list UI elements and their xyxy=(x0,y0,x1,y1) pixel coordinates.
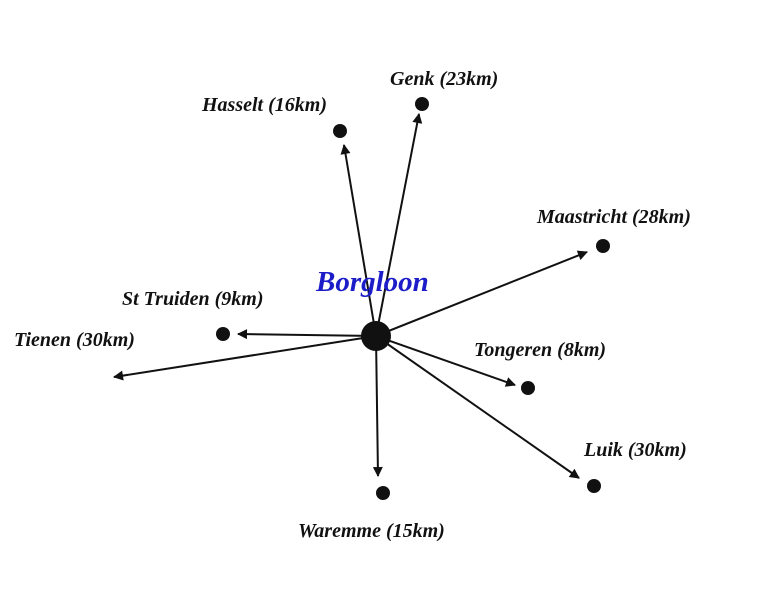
dot-maastricht xyxy=(596,239,610,253)
arrow-st-truiden xyxy=(237,329,377,340)
arrow-waremme xyxy=(372,335,383,477)
dot-waremme xyxy=(376,486,390,500)
dot-st-truiden xyxy=(216,327,230,341)
label-waremme: Waremme (15km) xyxy=(298,520,445,542)
arrow-tongeren xyxy=(375,335,516,387)
label-hasselt: Hasselt (16km) xyxy=(201,94,327,116)
center-dot xyxy=(361,321,391,351)
destination-dots-group xyxy=(216,97,610,500)
arrow-tienen xyxy=(113,335,377,381)
destination-labels-group: Hasselt (16km) Genk (23km) Maastricht (28k… xyxy=(14,68,691,542)
label-tongeren: Tongeren (8km) xyxy=(474,339,606,361)
arrow-genk xyxy=(375,113,423,337)
center-label: Borgloon xyxy=(315,266,429,298)
label-maastricht: Maastricht (28km) xyxy=(536,206,691,228)
label-tienen: Tienen (30km) xyxy=(14,329,135,351)
dot-hasselt xyxy=(333,124,347,138)
dot-genk xyxy=(415,97,429,111)
arrows-group xyxy=(113,113,588,479)
dot-tongeren xyxy=(521,381,535,395)
label-luik: Luik (30km) xyxy=(583,439,687,461)
label-st-truiden: St Truiden (9km) xyxy=(122,288,264,310)
arrow-luik xyxy=(375,335,580,479)
arrow-hasselt xyxy=(340,144,377,337)
arrow-maastricht xyxy=(375,250,588,337)
label-genk: Genk (23km) xyxy=(390,68,498,90)
dot-luik xyxy=(587,479,601,493)
